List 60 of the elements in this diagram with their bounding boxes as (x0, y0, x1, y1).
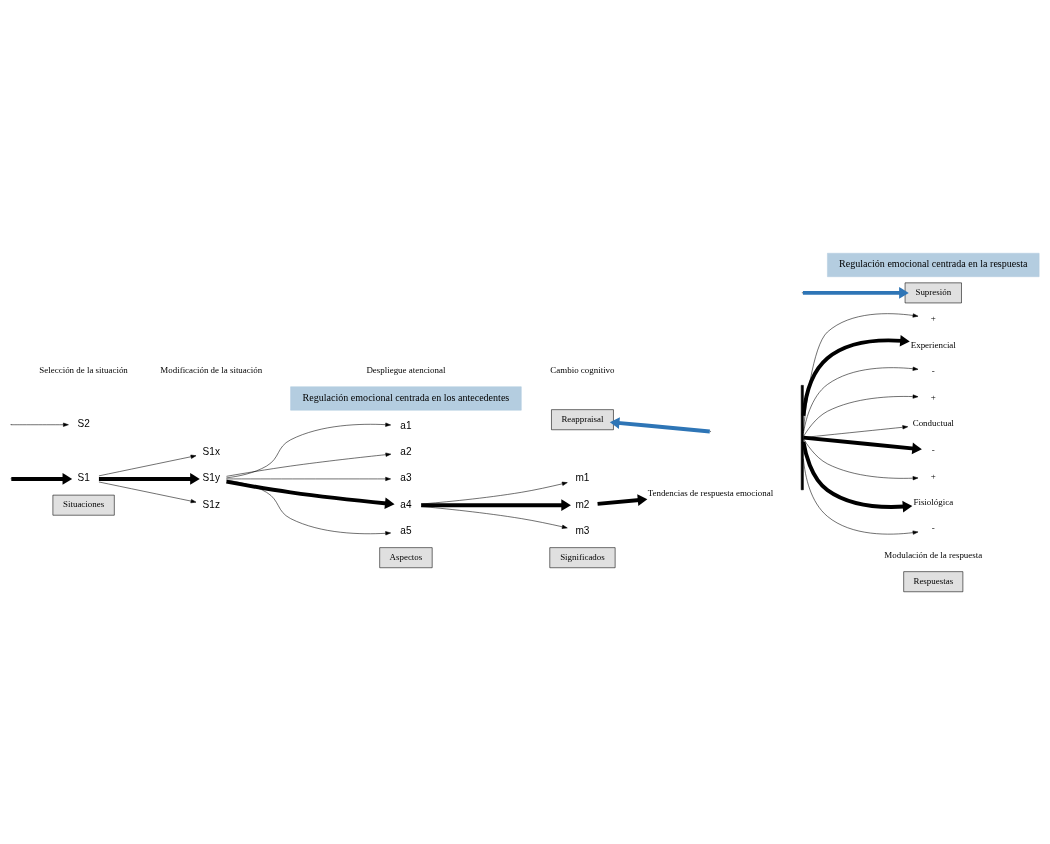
arrow (803, 437, 919, 480)
node-text: S1z (202, 498, 220, 510)
node-text: + (930, 391, 936, 402)
label: Modulación de la respuesta (884, 549, 983, 560)
node-box: Regulación emocional centrada en los antecedentes (290, 385, 522, 410)
arrow (226, 422, 391, 478)
arrow (803, 458, 919, 535)
arrow (226, 479, 391, 535)
node-text: S1x (202, 445, 220, 457)
node-text: m3 (575, 524, 590, 536)
label: Modificación de la situación (160, 364, 263, 375)
node-text: S2 (77, 417, 90, 429)
arrow (803, 394, 919, 437)
arrow (98, 472, 200, 485)
node-text: Experiencial (910, 339, 956, 350)
label: Cambio cognitivo (550, 364, 615, 375)
arrow (801, 334, 910, 416)
node-box: Reappraisal (551, 408, 614, 430)
node-box: Respuestas (903, 570, 964, 592)
node-text: - (931, 365, 935, 376)
node-text: Conductual (912, 417, 954, 428)
arrow (801, 440, 913, 512)
node-box: Aspectos (379, 546, 433, 568)
node-text: m1 (575, 471, 590, 483)
node-box: Supresión (904, 282, 962, 303)
node-text: S1 (77, 471, 90, 483)
label: Selección de la situación (39, 364, 128, 375)
node-box: Significados (549, 546, 616, 568)
node-text: a3 (400, 471, 412, 483)
arrow (420, 505, 568, 529)
arrow (11, 472, 73, 485)
arrow (597, 493, 648, 506)
node-text: a4 (400, 498, 412, 510)
arrow (609, 416, 710, 433)
node-text: + (930, 470, 936, 481)
arrow (421, 498, 571, 511)
node-box: Regulación emocional centrada en la respuesta (827, 252, 1040, 277)
node-text: a2 (400, 445, 412, 457)
arrow (803, 366, 919, 434)
node-brace (800, 384, 804, 490)
node-text: a5 (400, 524, 412, 536)
arrow (803, 435, 922, 454)
arrow (802, 286, 909, 299)
arrow (226, 452, 392, 477)
arrow (226, 476, 391, 481)
arrow (98, 454, 197, 476)
node-text: + (930, 312, 936, 323)
node-text: Fisiológica (913, 496, 954, 507)
node-text: a1 (400, 419, 412, 431)
arrow (226, 479, 395, 509)
node-text: - (931, 522, 935, 533)
arrow (11, 422, 69, 427)
node-text: m2 (575, 498, 590, 510)
node-text: Tendencias de respuesta emocional (647, 487, 774, 498)
node-box: Situaciones (52, 494, 115, 515)
arrow (98, 481, 197, 503)
node-text: S1y (202, 471, 220, 483)
arrow (803, 312, 919, 431)
label: Despliegue atencional (366, 364, 446, 375)
node-text: - (931, 444, 935, 455)
